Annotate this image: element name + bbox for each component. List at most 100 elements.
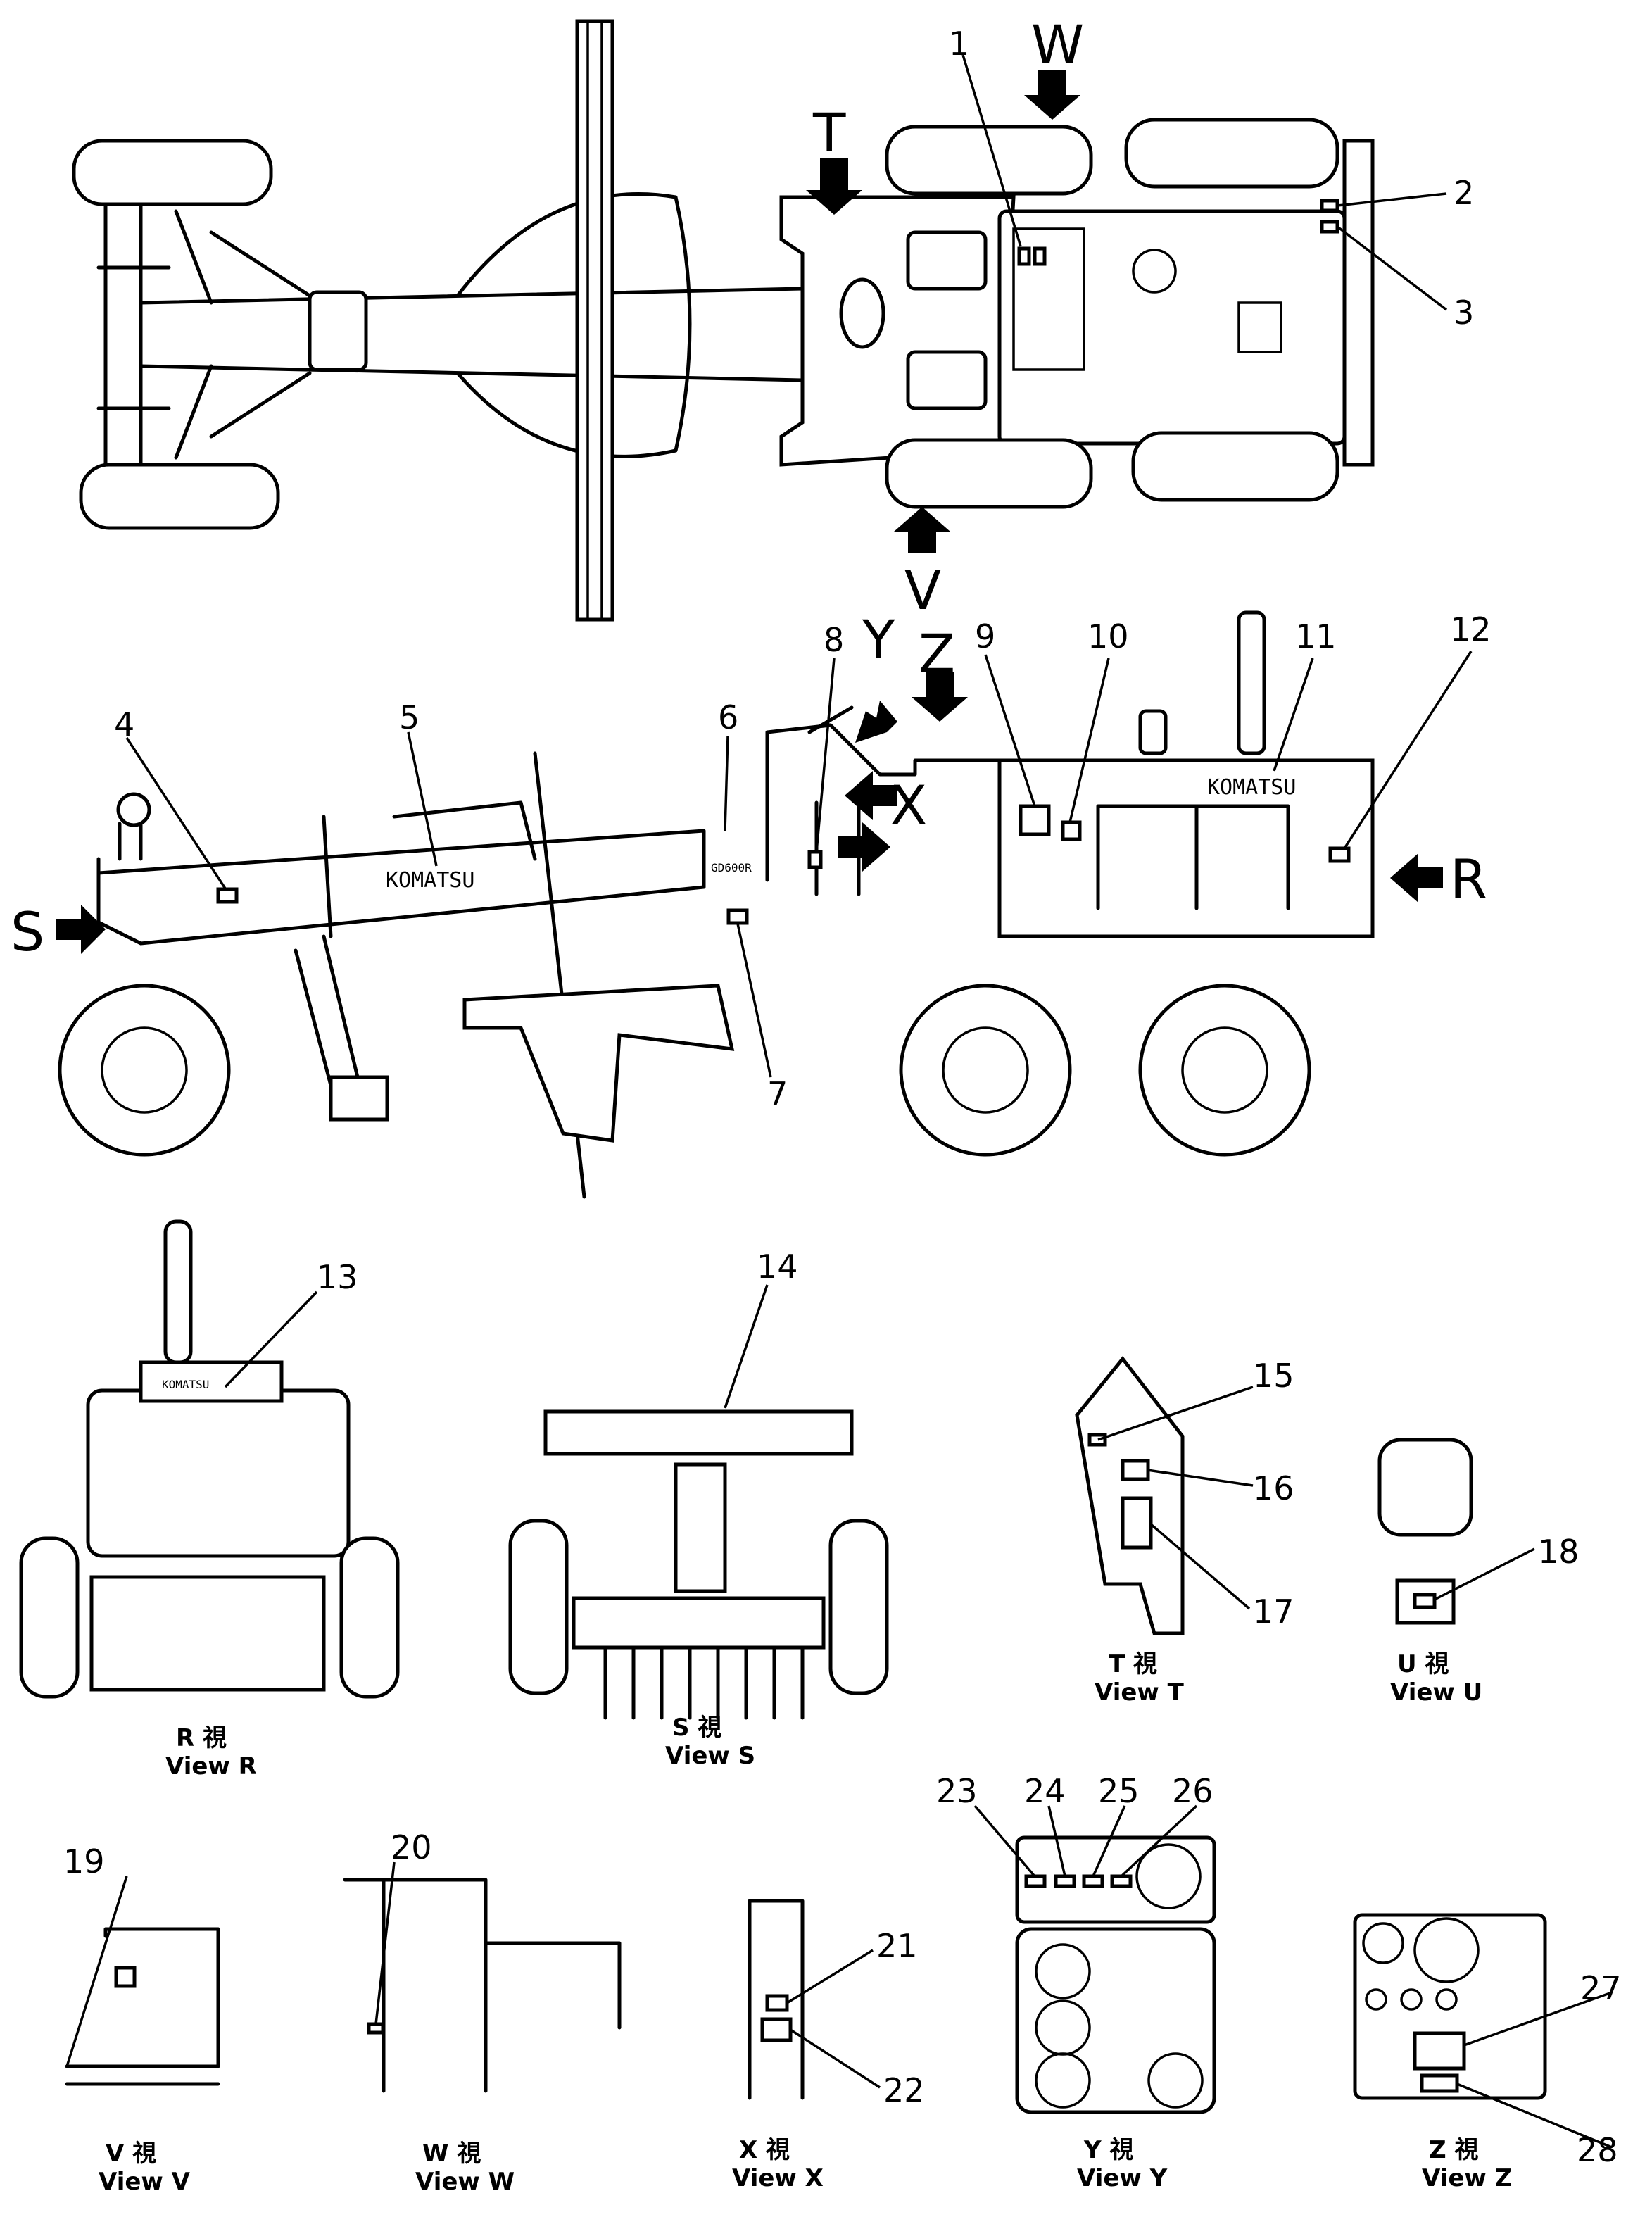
frame-block	[308, 290, 368, 372]
front-linkage	[174, 209, 312, 460]
view-x-drawing	[748, 1899, 805, 2100]
view-z-panel	[1353, 1913, 1547, 2100]
decal-10	[1061, 820, 1082, 841]
view-y-control-panel	[1015, 1927, 1216, 2114]
rear-tire-1	[885, 125, 1093, 196]
view-t-drawing	[1075, 1355, 1185, 1635]
view-letter-x: X	[890, 774, 927, 836]
caption-view-r: View R	[165, 1752, 257, 1780]
view-letter-r: R	[1450, 848, 1487, 910]
view-r-tire-left	[19, 1536, 80, 1699]
caption-view-w-kanji: W 視	[422, 2140, 481, 2168]
front-wheel-side	[58, 984, 231, 1157]
callout-11: 11	[1295, 617, 1337, 655]
decal-1	[1017, 246, 1031, 266]
callout-4: 4	[114, 705, 134, 743]
callout-18: 18	[1538, 1533, 1580, 1571]
arrow-x2-icon	[838, 822, 890, 872]
view-r-hood	[86, 1388, 351, 1558]
engine-hood-top	[997, 209, 1347, 446]
callout-7: 7	[767, 1075, 788, 1113]
decal-23	[1024, 1874, 1047, 1888]
decal-21	[765, 1994, 789, 2012]
main-frame-top	[139, 287, 805, 382]
arrow-w-icon	[1024, 70, 1080, 120]
decal-12	[1328, 846, 1351, 863]
callout-26: 26	[1172, 1772, 1213, 1810]
view-letter-t: T	[812, 101, 846, 164]
decal-24	[1054, 1874, 1076, 1888]
decal-19	[114, 1966, 137, 1988]
decal-7	[726, 908, 749, 925]
callout-22: 22	[883, 2071, 925, 2109]
view-y-drawing	[1015, 1835, 1216, 2114]
decal-2	[1320, 199, 1339, 213]
decal-27	[1413, 2031, 1466, 2071]
view-v-panel	[65, 1927, 220, 2086]
arrow-z-icon	[912, 672, 968, 722]
komatsu-decal-front: KOMATSU	[386, 868, 474, 893]
view-s-tire-right	[828, 1519, 889, 1695]
view-r-drawing: KOMATSU	[19, 1219, 400, 1699]
callout-27: 27	[1580, 1969, 1622, 2007]
view-x-pillar	[748, 1899, 805, 2100]
view-letter-s: S	[11, 900, 44, 963]
view-s-frame	[543, 1409, 854, 1456]
decal-26	[1110, 1874, 1133, 1888]
rear-wheel-1-side	[899, 984, 1072, 1157]
view-z-drawing	[1353, 1913, 1547, 2100]
circle-outline	[455, 192, 692, 458]
caption-view-v-kanji: V 視	[106, 2140, 156, 2168]
callout-5: 5	[399, 698, 420, 736]
callout-numbers: 1 2 3 4 5 6 7 8 9 10 11 12 13 14 15 16 1…	[63, 25, 1622, 2169]
decal-28	[1420, 2073, 1459, 2093]
leader-lines	[65, 54, 1613, 2149]
side-view-machine: KOMATSU KOMATSU GD600R	[58, 610, 1375, 1199]
cab-side	[765, 723, 1002, 882]
caption-view-s-kanji: S 視	[672, 1714, 721, 1742]
front-frame-side	[96, 829, 706, 946]
caption-view-u: View U	[1390, 1678, 1482, 1707]
arrow-y-icon	[855, 701, 897, 743]
caption-view-z: View Z	[1422, 2164, 1512, 2192]
arrow-x-icon	[845, 771, 897, 820]
callout-25: 25	[1098, 1772, 1140, 1810]
decal-8	[807, 850, 823, 869]
callout-17: 17	[1253, 1593, 1294, 1631]
view-w-panel	[343, 1878, 622, 2093]
caption-view-r-kanji: R 視	[176, 1724, 227, 1752]
caption-view-u-kanji: U 視	[1397, 1650, 1449, 1678]
callout-23: 23	[936, 1772, 978, 1810]
rear-tire-3	[885, 438, 1093, 509]
view-s-tire-left	[508, 1519, 569, 1695]
arrow-v-icon	[894, 507, 950, 553]
top-view-machine	[72, 19, 1375, 622]
view-v-drawing	[65, 1927, 220, 2086]
rear-wheel-2-side	[1138, 984, 1311, 1157]
decal-16	[1121, 1459, 1150, 1481]
callout-10: 10	[1087, 617, 1129, 655]
front-axle	[96, 202, 171, 467]
arrow-t-icon	[806, 158, 862, 215]
callout-24: 24	[1024, 1772, 1066, 1810]
decal-17	[1121, 1496, 1153, 1550]
caption-view-y: View Y	[1077, 2164, 1168, 2192]
callout-14: 14	[757, 1248, 798, 1286]
caption-view-t-kanji: T 視	[1109, 1650, 1157, 1678]
view-letter-w: W	[1031, 13, 1084, 76]
view-arrows	[56, 70, 1443, 954]
view-letter-y: Y	[862, 608, 895, 671]
decal-25	[1082, 1874, 1104, 1888]
caption-view-w: View W	[415, 2168, 515, 2196]
view-t-console	[1075, 1355, 1185, 1635]
view-captions: R 視 View R S 視 View S T 視 View T U 視 Vie…	[99, 1650, 1512, 2196]
view-letter-z: Z	[919, 622, 955, 685]
callout-12: 12	[1450, 610, 1492, 648]
callout-15: 15	[1253, 1357, 1294, 1395]
view-r-tire-right	[339, 1536, 400, 1699]
steering-wheel-top	[839, 277, 885, 349]
callout-3: 3	[1454, 294, 1474, 332]
ripper-bottom	[329, 1075, 389, 1122]
view-u-seat	[1377, 1438, 1473, 1537]
